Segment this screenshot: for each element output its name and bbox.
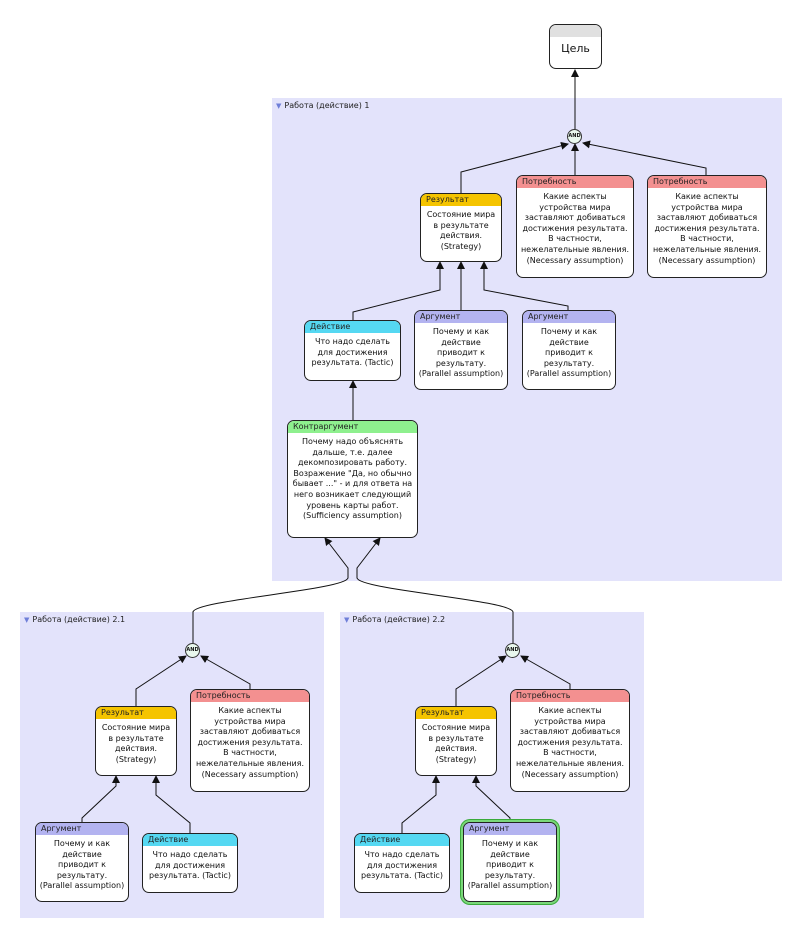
card-text: Почему и как действие приводит к результ… [526,327,612,379]
card-text: Какие аспекты устройства мира заставляют… [195,706,305,779]
result-card[interactable]: Результат Состояние мира в результате де… [415,706,497,776]
group-title-text: Работа (действие) 1 [284,101,370,110]
need-card[interactable]: Потребность Какие аспекты устройства мир… [510,689,630,792]
card-text: Состояние мира в результате действия. (S… [426,210,496,251]
argument-card-selected[interactable]: Аргумент Почему и как действие приводит … [463,822,557,902]
result-card[interactable]: Результат Состояние мира в результате де… [420,193,502,262]
card-type-label: Действие [355,834,449,846]
card-text: Какие аспекты устройства мира заставляют… [652,192,762,265]
card-text: Какие аспекты устройства мира заставляют… [520,192,630,265]
card-text: Почему и как действие приводит к результ… [467,839,553,891]
card-type-label: Действие [305,321,400,333]
counterargument-card[interactable]: Контраргумент Почему надо объяснять даль… [287,420,418,538]
card-type-label: Результат [96,707,176,719]
group-title-text: Работа (действие) 2.2 [352,615,446,624]
collapse-triangle-icon[interactable]: ▼ [344,616,350,624]
group-title: ▼Работа (действие) 2.1 [24,615,125,624]
card-text: Почему и как действие приводит к результ… [39,839,125,891]
goal-header-strip [550,25,601,37]
goal-label: Цель [561,42,590,55]
card-text: Что надо сделать для достижения результа… [311,337,394,368]
argument-card[interactable]: Аргумент Почему и как действие приводит … [522,310,616,390]
card-text: Состояние мира в результате действия. (S… [421,723,491,764]
card-text: Почему и как действие приводит к результ… [418,327,504,379]
action-card[interactable]: Действие Что надо сделать для достижения… [354,833,450,893]
need-card[interactable]: Потребность Какие аспекты устройства мир… [516,175,634,278]
goal-node[interactable]: Цель [549,24,602,69]
card-type-label: Действие [143,834,237,846]
and-connector[interactable]: AND [185,643,200,658]
need-card[interactable]: Потребность Какие аспекты устройства мир… [190,689,310,792]
card-text: Почему надо объяснять дальше, т.е. далее… [292,437,413,521]
and-connector[interactable]: AND [505,643,520,658]
card-text: Состояние мира в результате действия. (S… [101,723,171,764]
action-card[interactable]: Действие Что надо сделать для достижения… [142,833,238,893]
card-text: Что надо сделать для достижения результа… [149,850,231,881]
card-text: Какие аспекты устройства мира заставляют… [515,706,625,779]
card-type-label: Потребность [511,690,629,702]
card-type-label: Потребность [517,176,633,188]
card-type-label: Аргумент [464,823,556,835]
card-type-label: Аргумент [415,311,507,323]
need-card[interactable]: Потребность Какие аспекты устройства мир… [647,175,767,278]
group-title: ▼Работа (действие) 2.2 [344,615,445,624]
and-connector[interactable]: AND [567,129,582,144]
card-type-label: Потребность [648,176,766,188]
collapse-triangle-icon[interactable]: ▼ [276,102,282,110]
group-title-text: Работа (действие) 2.1 [32,615,126,624]
action-card[interactable]: Действие Что надо сделать для достижения… [304,320,401,381]
card-type-label: Контраргумент [288,421,417,433]
group-title: ▼Работа (действие) 1 [276,101,369,110]
card-type-label: Результат [421,194,501,206]
card-text: Что надо сделать для достижения результа… [361,850,443,881]
result-card[interactable]: Результат Состояние мира в результате де… [95,706,177,776]
card-type-label: Аргумент [523,311,615,323]
argument-card[interactable]: Аргумент Почему и как действие приводит … [414,310,508,390]
collapse-triangle-icon[interactable]: ▼ [24,616,30,624]
card-type-label: Аргумент [36,823,128,835]
card-type-label: Результат [416,707,496,719]
card-type-label: Потребность [191,690,309,702]
argument-card[interactable]: Аргумент Почему и как действие приводит … [35,822,129,902]
